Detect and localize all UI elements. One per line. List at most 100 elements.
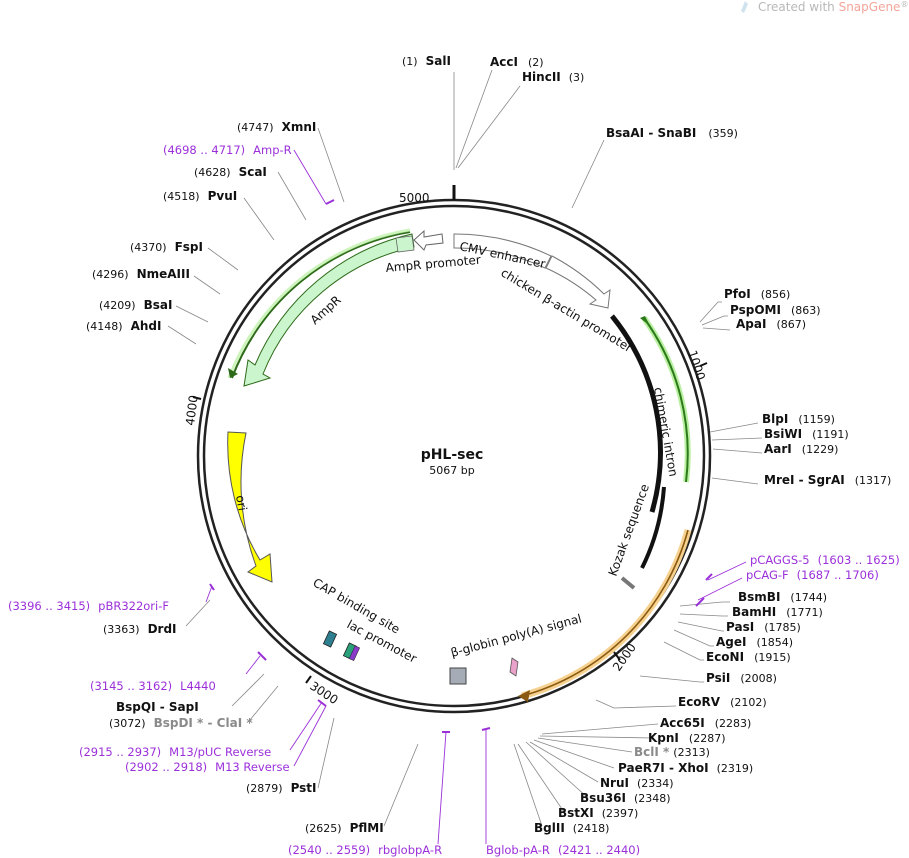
svg-text:BglII(2418): BglII(2418) [534, 821, 609, 835]
svg-text:(2540 .. 2559)rbglobpA-R: (2540 .. 2559)rbglobpA-R [288, 843, 442, 857]
site-pos: (2397) [602, 807, 639, 820]
svg-text:Acc65I(2283): Acc65I(2283) [660, 716, 751, 730]
svg-text:BstXI(2397): BstXI(2397) [558, 806, 638, 820]
svg-text:BsaAI - SnaBI(359): BsaAI - SnaBI (359) [606, 126, 738, 140]
svg-text:BlpI(1159): BlpI(1159) [762, 412, 835, 426]
credit-prefix: Created with [758, 0, 839, 14]
svg-text:(4296)NmeAIII: (4296)NmeAIII [92, 267, 190, 281]
primer-range: (1603 .. 1625) [818, 553, 900, 567]
site-pos: (4148) [86, 320, 123, 333]
tick-label-4000: 4000 [183, 394, 201, 426]
svg-text:PaeR7I - XhoI(2319): PaeR7I - XhoI(2319) [618, 761, 753, 775]
primer-name: L4440 [180, 679, 216, 693]
site-name: MreI - SgrAI [764, 473, 845, 487]
site-pos: (2879) [246, 782, 283, 795]
svg-text:PsiI(2008): PsiI (2008) [706, 671, 777, 685]
site-name: HincII [522, 70, 561, 84]
svg-text:BsmBI(1744): BsmBI(1744) [738, 590, 827, 604]
primer-name: M13 Reverse [215, 760, 289, 774]
svg-text:(2915 .. 2937)M13/pUC Reverse: (2915 .. 2937) M13/pUC Reverse [79, 745, 271, 759]
credit-brand: SnapGene [839, 0, 901, 14]
svg-text:BspQI - SapI: BspQI - SapI [116, 700, 199, 714]
site-name: XmnI [282, 120, 317, 134]
svg-text:BclI *(2313): BclI *(2313) [634, 745, 710, 759]
primer-range: (1687 .. 1706) [797, 568, 879, 582]
primers: (4698 .. 4717)Amp-R pCAGGS-5(1603 .. 162… [8, 143, 900, 857]
svg-text:(1)SalI: (1)SalI [402, 54, 451, 68]
site-pos: (1229) [802, 443, 839, 456]
svg-text:HincII(3): HincII (3) [522, 70, 584, 84]
site-pos: (2283) [715, 717, 752, 730]
chicken-promoter-arrow [545, 255, 611, 309]
svg-text:pCAG-F(1687 .. 1706): pCAG-F (1687 .. 1706) [746, 568, 879, 582]
primer-name: pBR322ori-F [98, 599, 169, 613]
svg-text:MreI - SgrAI(1317): MreI - SgrAI(1317) [764, 473, 891, 487]
site-pos: (2348) [634, 792, 671, 805]
site-name: AhdI [131, 319, 162, 333]
svg-text:PspOMI(863): PspOMI (863) [730, 303, 821, 317]
primer-name: pCAG-F [746, 568, 789, 582]
site-name: PfoI [724, 287, 751, 301]
orange-band-arrowhead [518, 690, 530, 702]
site-pos: (1159) [798, 413, 835, 426]
svg-text:EcoNI(1915): EcoNI(1915) [706, 650, 791, 664]
chimeric-intron-arc [610, 314, 663, 513]
svg-text:(4518)PvuI: (4518) PvuI [163, 189, 237, 203]
svg-text:NruI(2334): NruI(2334) [600, 776, 674, 790]
primer-leader-lines [205, 149, 747, 845]
site-name: BamHI [732, 605, 776, 619]
site-name: ApaI [736, 317, 766, 331]
feature-label-amprp: AmpR promoter [385, 253, 481, 275]
site-pos: (2) [528, 56, 544, 69]
svg-text:(2879)PstI: (2879)PstI [246, 781, 317, 795]
ampr-arrow [243, 233, 415, 387]
svg-text:BamHI(1771): BamHI (1771) [732, 605, 823, 619]
primer-name: rbglobpA-R [378, 843, 442, 857]
kozak-mark [620, 576, 636, 590]
site-pos: (359) [708, 127, 738, 140]
site-pos: (2102) [730, 696, 767, 709]
primer-name: M13/pUC Reverse [169, 745, 271, 759]
site-name: PvuI [208, 189, 238, 203]
snapgene-credit: Created with SnapGene® [741, 0, 908, 14]
ampr-promoter-segment [395, 235, 415, 253]
site-pos: (1191) [812, 428, 849, 441]
primer-range: (2421 .. 2440) [558, 843, 640, 857]
site-name: BsaAI - SnaBI [606, 126, 696, 140]
svg-text:(4628)ScaI: (4628)ScaI [194, 165, 267, 179]
site-name: PsiI [706, 671, 730, 685]
site-name: PspOMI [730, 303, 781, 317]
site-pos: (3) [569, 71, 585, 84]
site-pos: (1785) [764, 621, 801, 634]
site-pos: (2313) [673, 746, 710, 759]
site-pos: (4518) [163, 190, 200, 203]
chimeric-green-arrowhead [640, 316, 650, 326]
site-name: BsaI [144, 298, 173, 312]
svg-text:(3145 .. 3162)L4440: (3145 .. 3162)L4440 [90, 679, 216, 693]
primer-range: (2915 .. 2937) [79, 745, 161, 759]
site-pos: (1771) [786, 606, 823, 619]
site-pos: (2008) [740, 672, 777, 685]
svg-text:KpnI(2287): KpnI(2287) [648, 731, 725, 745]
site-name: SalI [426, 54, 451, 68]
site-pos: (4628) [194, 166, 231, 179]
site-name: BspQI - SapI [116, 700, 199, 714]
svg-text:(4209)BsaI: (4209) BsaI [99, 298, 172, 312]
svg-text:AgeI(1854): AgeI(1854) [716, 635, 793, 649]
svg-text:(2625)PflMI: (2625)PflMI [305, 821, 384, 835]
primer-range: (2902 .. 2918) [125, 760, 207, 774]
orange-band [521, 529, 692, 700]
site-name: KpnI [648, 731, 679, 745]
site-name: BsiWI [764, 427, 802, 441]
restriction-sites: (1)SalI AccI (2) HincII (3) BsaAI - SnaBI (… [86, 54, 891, 835]
site-pos: (863) [791, 304, 821, 317]
orange-band-arrow [521, 529, 689, 697]
site-pos: (4209) [99, 299, 136, 312]
site-name: AccI [490, 55, 518, 69]
svg-text:AarI(1229): AarI(1229) [764, 442, 838, 456]
site-pos: (2334) [637, 777, 674, 790]
polya-small-mark [509, 657, 519, 677]
primer-name: Bglob-pA-R [486, 843, 550, 857]
site-pos: (2418) [573, 822, 610, 835]
